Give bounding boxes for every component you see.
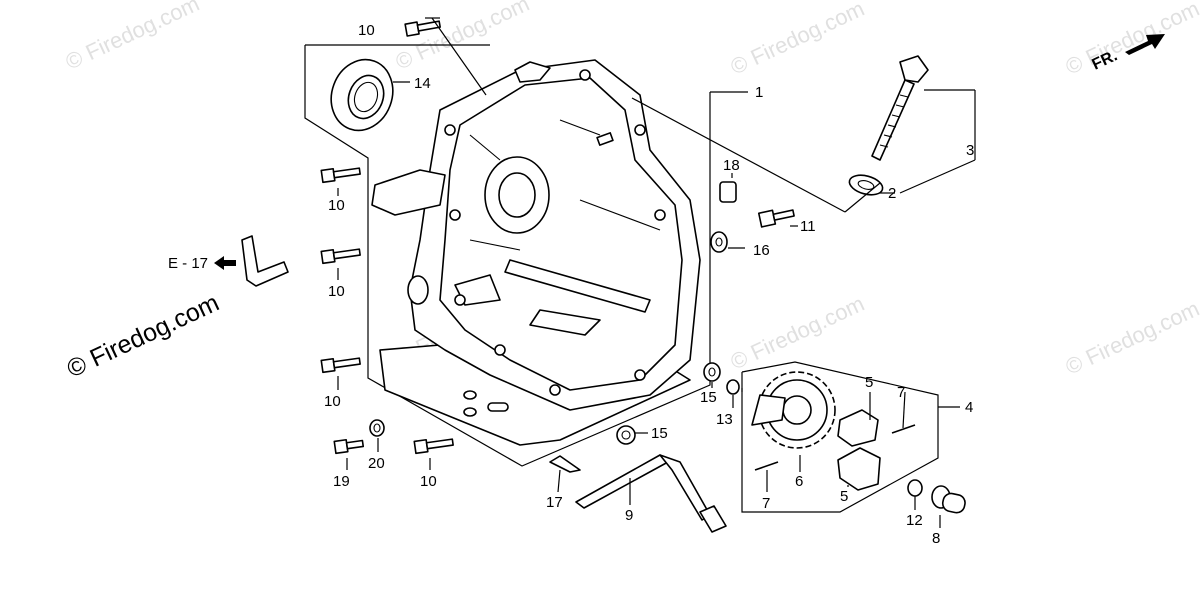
reference-e17: E - 17 — [168, 255, 236, 272]
governor-pin — [754, 461, 779, 471]
callout-7b: 7 — [762, 495, 770, 512]
governor-holder — [837, 447, 881, 491]
callout-2: 2 — [888, 185, 896, 202]
callout-15b: 15 — [651, 425, 668, 442]
sealing-washer — [703, 362, 721, 382]
governor-slider — [837, 409, 879, 447]
dowel-pin — [719, 181, 737, 203]
left-arrow-icon — [214, 256, 236, 270]
watermark: © Firedog.com — [727, 0, 869, 80]
watermark: © Firedog.com — [62, 0, 204, 75]
flange-bolt — [757, 209, 795, 228]
watermark-main: © Firedog.com — [63, 289, 224, 384]
crankcase-body — [371, 59, 701, 446]
callout-6: 6 — [795, 473, 803, 490]
bolt — [320, 248, 361, 265]
callout-12: 12 — [906, 512, 923, 529]
callout-13: 13 — [716, 411, 733, 428]
callout-10c: 10 — [328, 283, 345, 300]
callout-4: 4 — [965, 399, 973, 416]
callout-15a: 15 — [700, 389, 717, 406]
callout-10a: 10 — [358, 22, 375, 39]
callout-10d: 10 — [324, 393, 341, 410]
seal-washer — [710, 231, 728, 253]
callout-10e: 10 — [420, 473, 437, 490]
forward-arrow-icon — [1125, 34, 1165, 55]
watermark: © Firedog.com — [1062, 296, 1200, 380]
oil-dipstick — [871, 55, 929, 161]
callout-18: 18 — [723, 157, 740, 174]
callout-11: 11 — [800, 218, 816, 235]
snap-clip — [549, 455, 581, 473]
callout-3: 3 — [966, 142, 974, 159]
leader-lines — [337, 17, 976, 528]
callout-14: 14 — [414, 75, 431, 92]
governor-pin — [891, 424, 916, 434]
crankcase-group-outline — [304, 45, 711, 467]
sealing-washer — [369, 419, 385, 437]
oil-seal — [330, 58, 394, 132]
thrust-washer — [907, 479, 923, 497]
thrust-washer — [726, 379, 740, 395]
governor-shaft — [931, 485, 966, 514]
callout-5b: 5 — [840, 488, 848, 505]
drain-bolt — [333, 438, 365, 455]
callout-5a: 5 — [865, 374, 873, 391]
bolt — [320, 167, 361, 184]
watermark: © Firedog.com — [1062, 0, 1200, 80]
bolt — [320, 357, 361, 374]
bolt — [413, 438, 454, 455]
flange-bolts — [320, 20, 454, 455]
reference-label: E - 17 — [168, 255, 208, 272]
breather-tube — [241, 235, 289, 287]
callout-20: 20 — [368, 455, 385, 472]
governor-gear — [751, 371, 836, 449]
callout-10b: 10 — [328, 197, 345, 214]
callout-19: 19 — [333, 473, 350, 490]
sealing-washer — [616, 425, 636, 445]
governor-group-outline — [741, 361, 939, 513]
watermark: © Firedog.com — [392, 0, 534, 75]
bolt — [404, 20, 441, 37]
callout-1: 1 — [755, 84, 763, 101]
callout-7a: 7 — [897, 384, 905, 401]
callout-16: 16 — [753, 242, 770, 259]
dipstick-o-ring — [848, 174, 884, 196]
callout-8: 8 — [932, 530, 940, 547]
callout-9: 9 — [625, 507, 633, 524]
callout-labels: 1 2 3 4 5 5 6 7 7 8 9 10 10 10 10 10 11 … — [324, 22, 974, 547]
governor-arm — [575, 454, 727, 533]
callout-17: 17 — [546, 494, 563, 511]
